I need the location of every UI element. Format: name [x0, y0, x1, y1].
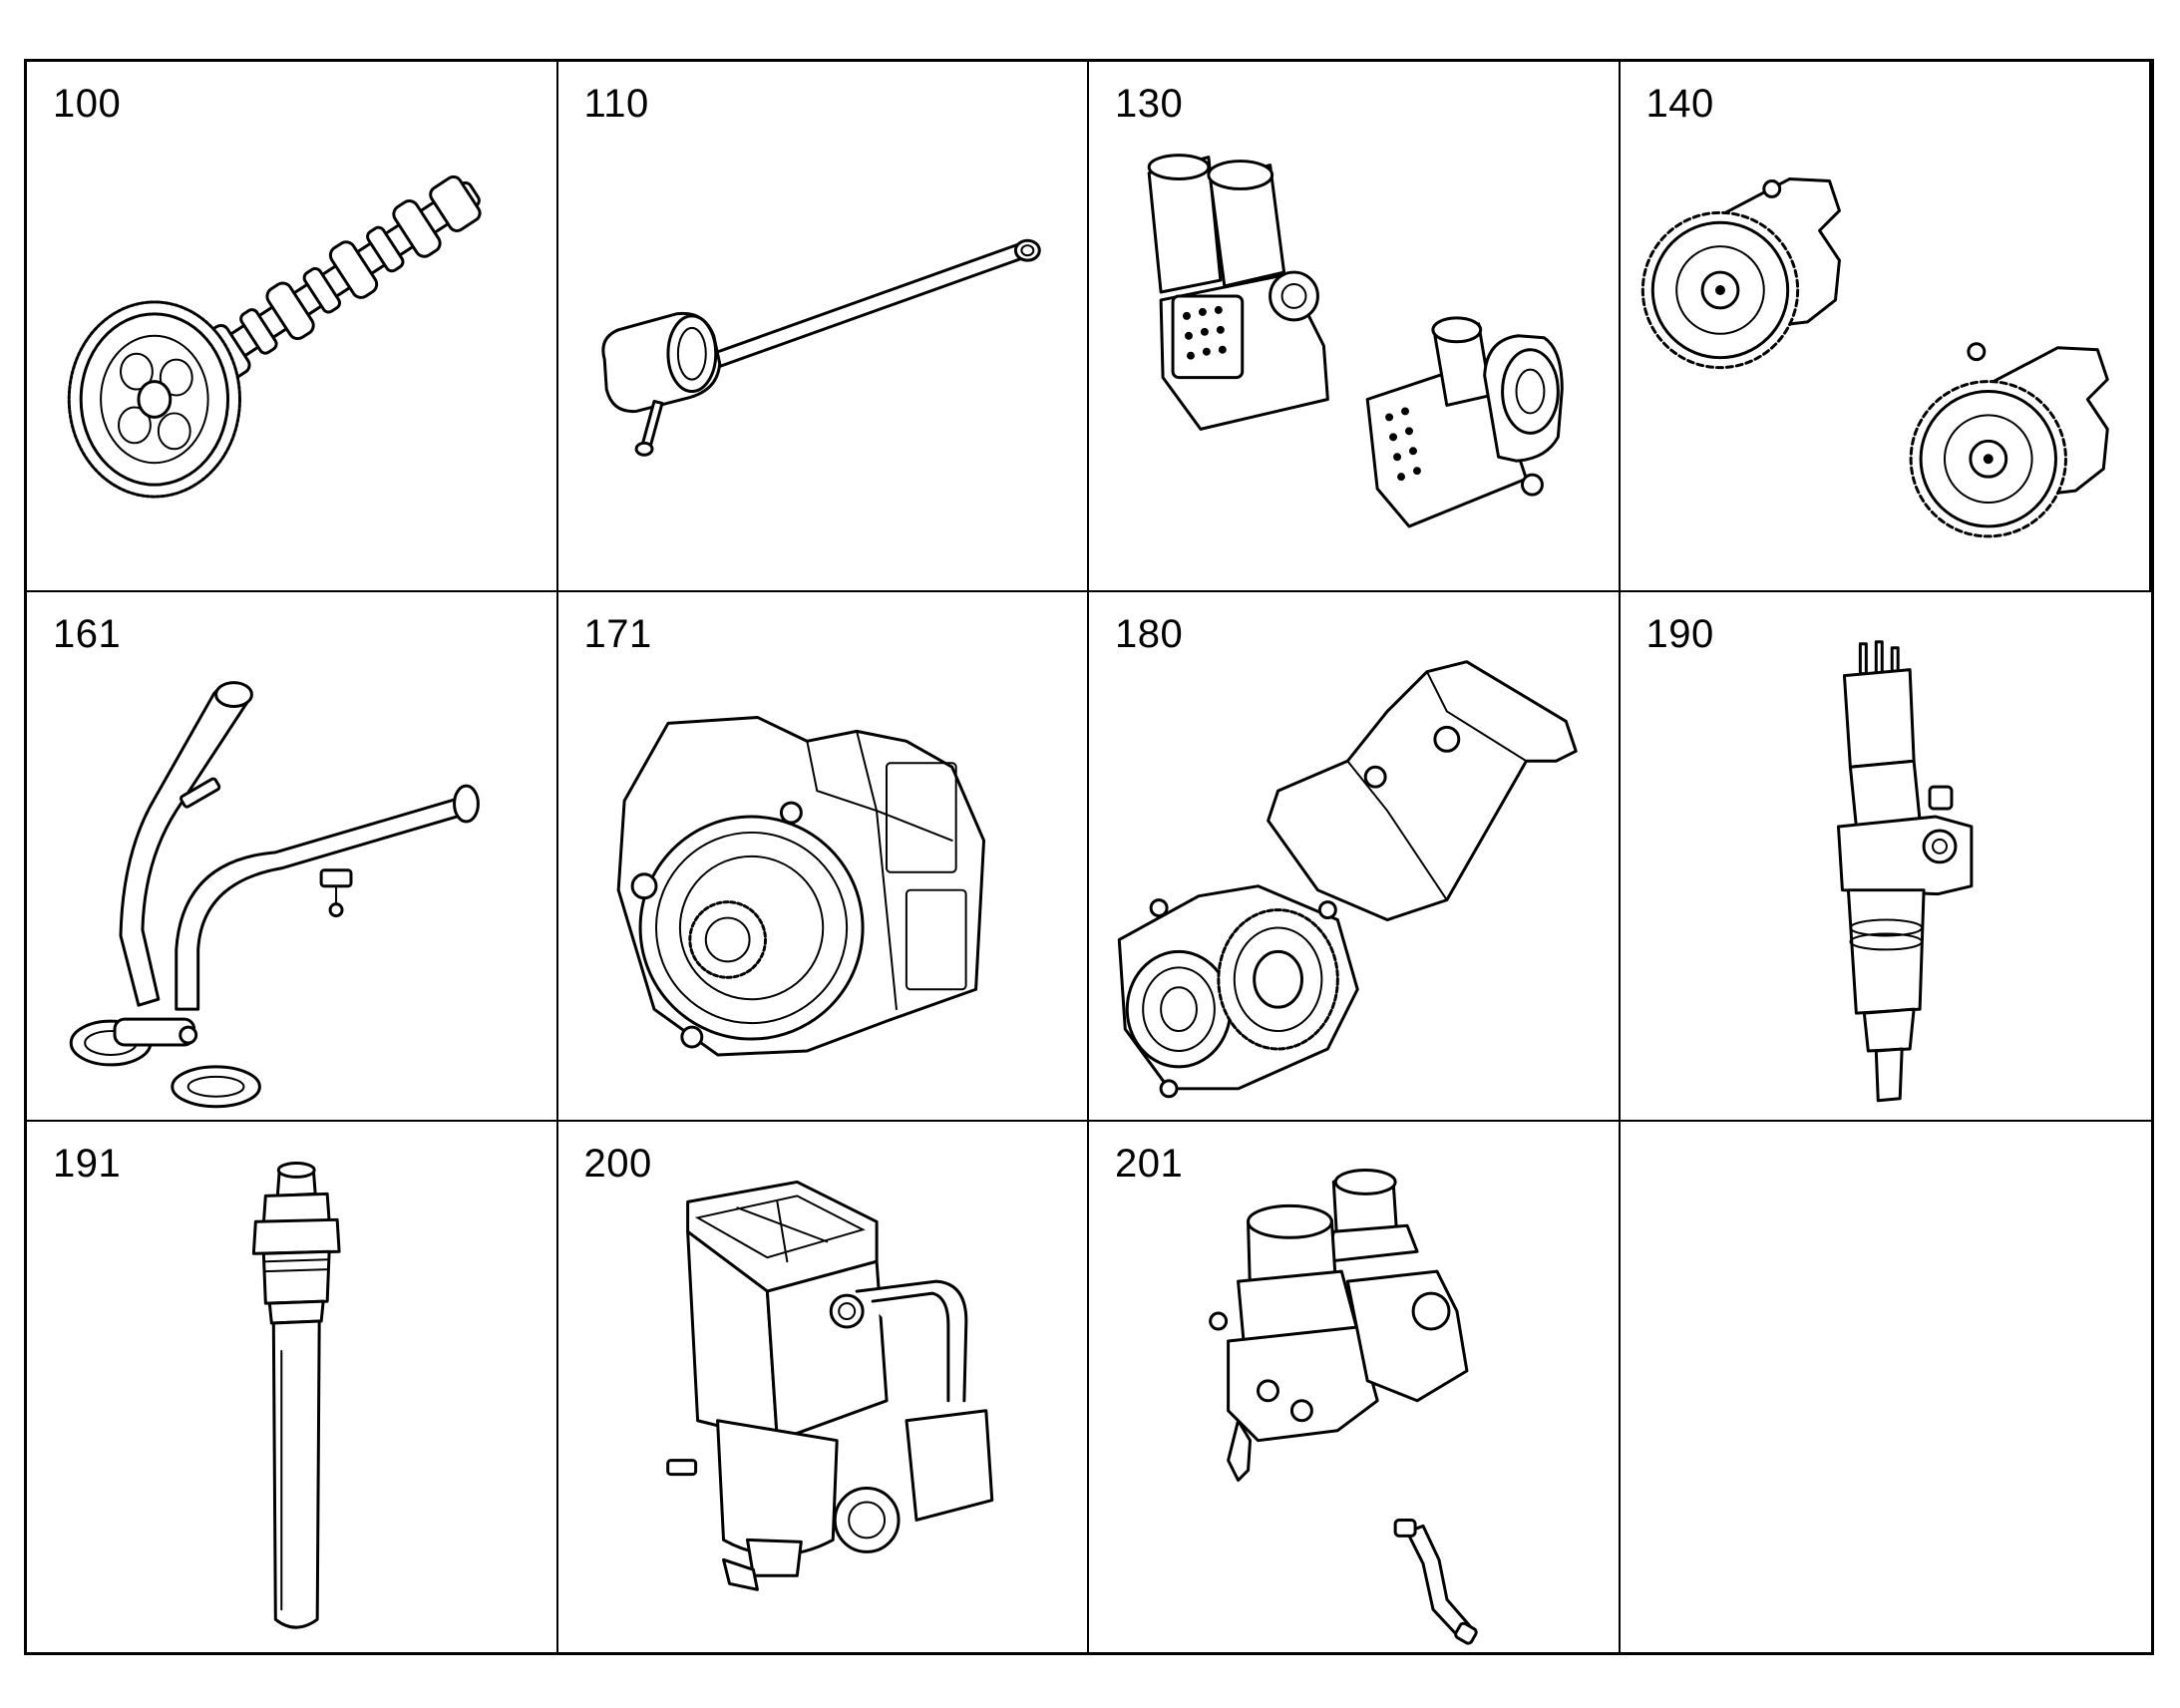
part-cell-161[interactable]: 161	[27, 591, 558, 1123]
fuel-injector-icon	[1836, 639, 1973, 1102]
part-cell-190[interactable]: 190	[1620, 592, 2151, 1123]
part-number: 110	[583, 82, 649, 126]
part-number: 140	[1645, 82, 1714, 126]
part-number: 180	[1115, 611, 1184, 656]
part-number: 190	[1645, 611, 1714, 656]
injector-sleeve-icon	[251, 1162, 341, 1629]
part-cell-110[interactable]: 110	[557, 62, 1089, 592]
oil-filter-module-icon	[1147, 154, 1564, 528]
fuel-prefilter-unit-icon	[665, 1181, 993, 1592]
part-cell-201[interactable]: 201	[1089, 1122, 1621, 1652]
high-pressure-pump-icon	[616, 715, 985, 1057]
parts-grid: 100	[24, 59, 2154, 1655]
part-cell-180[interactable]: 180	[1089, 591, 1621, 1123]
part-number: 201	[1115, 1142, 1184, 1187]
part-cell-191[interactable]: 191	[27, 1122, 558, 1652]
gear-pump-icon	[1640, 176, 2109, 538]
part-cell-200[interactable]: 200	[558, 1122, 1089, 1652]
part-cell-100[interactable]: 100	[27, 62, 558, 592]
part-number: 100	[53, 82, 122, 126]
camshaft-with-gear-icon	[67, 174, 482, 499]
empty-cell	[1621, 1122, 2152, 1652]
part-cell-171[interactable]: 171	[557, 591, 1089, 1123]
engine-bracket-assembly-icon	[1117, 659, 1578, 1098]
oil-dipstick-tube-icon	[600, 238, 1041, 457]
part-number: 191	[53, 1142, 122, 1187]
part-cell-140[interactable]: 140	[1620, 62, 2151, 592]
part-number: 161	[53, 611, 122, 656]
part-number: 130	[1115, 82, 1184, 126]
part-number: 171	[583, 611, 652, 656]
part-number: 200	[583, 1142, 652, 1187]
fuel-filter-module-icon	[1209, 1169, 1478, 1645]
part-cell-130[interactable]: 130	[1089, 62, 1621, 592]
coolant-pipe-icon	[69, 680, 480, 1108]
